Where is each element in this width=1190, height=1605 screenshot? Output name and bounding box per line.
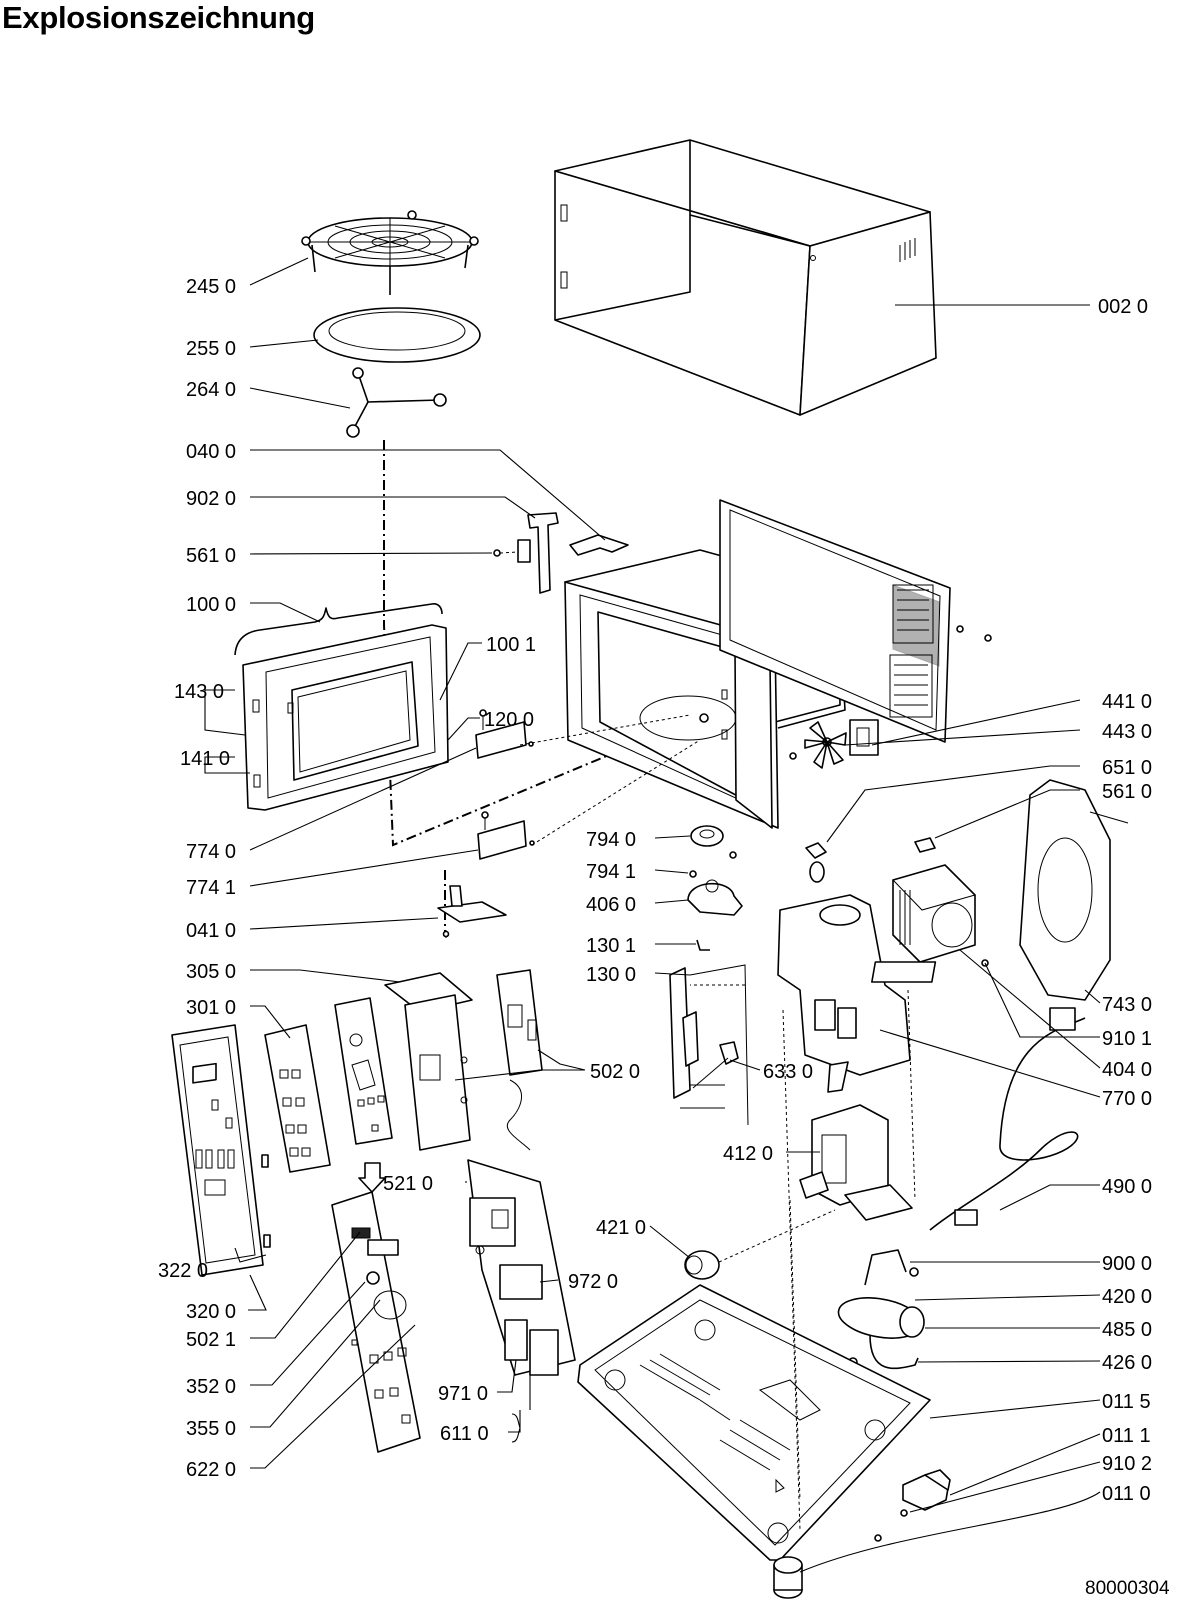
part-label: 120 0 [484,709,534,731]
part-label: 322 0 [158,1260,208,1282]
part-label: 245 0 [186,276,236,298]
stirrer-motor-part [684,1209,836,1280]
part-label: 521 0 [383,1173,433,1195]
assembly-line [907,989,916,1201]
part-label: 352 0 [186,1376,236,1398]
part-label: 011 0 [1102,1483,1151,1505]
back-panel-part [719,499,992,743]
part-label: 561 0 [186,545,236,567]
leader-lines [204,257,1101,1573]
foot-part [902,1469,951,1511]
door-brace [234,603,443,656]
part-label: 910 1 [1102,1028,1152,1050]
assembly-line [519,714,691,746]
part-labels: 002 0 245 0 255 0 264 0 040 0 902 0 561 … [158,276,1152,1505]
part-label: 561 0 [1102,781,1152,803]
part-label: 406 0 [586,894,636,916]
fan-motor-part [849,719,879,756]
part-label: 002 0 [1098,296,1148,318]
display-board-part [331,1191,421,1453]
part-label: 774 1 [186,877,236,899]
part-label: 622 0 [186,1459,236,1481]
turntable-motor-part [687,879,743,916]
hinge-plate-part [437,885,507,938]
part-label: 100 1 [486,634,536,656]
air-guide-part [871,779,1129,1001]
capacitor-part [837,1249,925,1372]
part-label: 301 0 [186,997,236,1019]
door-assembly-part [242,624,449,811]
part-label: 651 0 [1102,757,1152,779]
part-label: 971 0 [438,1383,488,1405]
control-board-part [496,969,543,1151]
part-label: 100 0 [186,594,236,616]
part-label: 794 0 [586,829,636,851]
part-label: 774 0 [186,841,236,863]
part-label: 421 0 [596,1217,646,1239]
part-label: 255 0 [186,338,236,360]
part-label: 420 0 [1102,1286,1152,1308]
vent-grid [889,584,934,718]
magnetron-part [892,837,989,967]
part-label: 490 0 [1102,1176,1152,1198]
glass-turntable-plate-part [313,307,481,363]
part-label: 485 0 [1102,1319,1152,1341]
keypad-frame-part [264,1024,331,1173]
base-plate-vents [639,1353,791,1471]
switch-bracket-part [493,512,629,594]
part-label: 355 0 [186,1418,236,1440]
control-panel-front-part [171,1024,271,1276]
part-label: 770 0 [1102,1088,1152,1110]
down-arrow-icon [358,1162,386,1193]
part-label: 305 0 [186,961,236,983]
part-label: 502 1 [186,1329,236,1351]
part-label: 041 0 [186,920,236,942]
part-label: 320 0 [186,1301,236,1323]
power-cord-part [929,1007,1086,1231]
latch-switch-part [669,939,749,1126]
part-label: 443 0 [1102,721,1152,743]
turntable-coupler-part [689,825,737,878]
part-label: 743 0 [1102,994,1152,1016]
fan-blade-part [804,721,847,769]
lamp-part [805,842,827,883]
part-label: 794 1 [586,861,636,883]
part-label: 141 0 [180,748,230,770]
part-label: 404 0 [1102,1059,1152,1081]
part-label: 412 0 [723,1143,773,1165]
part-label: 972 0 [568,1271,618,1293]
drawing-number: 80000304 [1085,1578,1170,1599]
outer-casing-part [554,139,937,416]
part-label: 633 0 [763,1061,813,1083]
foot-lower-part [773,1556,803,1599]
part-label: 130 1 [586,935,636,957]
power-board-part [467,1159,576,1376]
screw-part [874,1509,908,1542]
part-label: 143 0 [174,681,224,703]
part-label: 011 1 [1102,1425,1151,1447]
part-label: 130 0 [586,964,636,986]
part-label: 264 0 [186,379,236,401]
part-label: 910 2 [1102,1453,1152,1475]
door-hinge-part [475,709,534,759]
part-label: 611 0 [440,1423,489,1445]
control-bracket-part [384,972,473,1151]
part-label: 900 0 [1102,1253,1152,1275]
roller-support-part [346,367,447,438]
diagram-title: Explosionszeichnung [2,0,315,35]
assembly-line [782,1009,801,1531]
grill-rack-part [301,210,479,295]
part-label: 502 0 [590,1061,640,1083]
fan-duct-part [777,894,911,1093]
part-label: 011 5 [1102,1391,1151,1413]
part-label: 902 0 [186,488,236,510]
control-overlay-part [334,997,393,1145]
door-hinge-lower-part [477,811,535,860]
assembly-line [789,1199,801,1501]
part-label: 426 0 [1102,1352,1152,1374]
part-label: 040 0 [186,441,236,463]
part-label: 441 0 [1102,691,1152,713]
transformer-part [799,1104,913,1221]
